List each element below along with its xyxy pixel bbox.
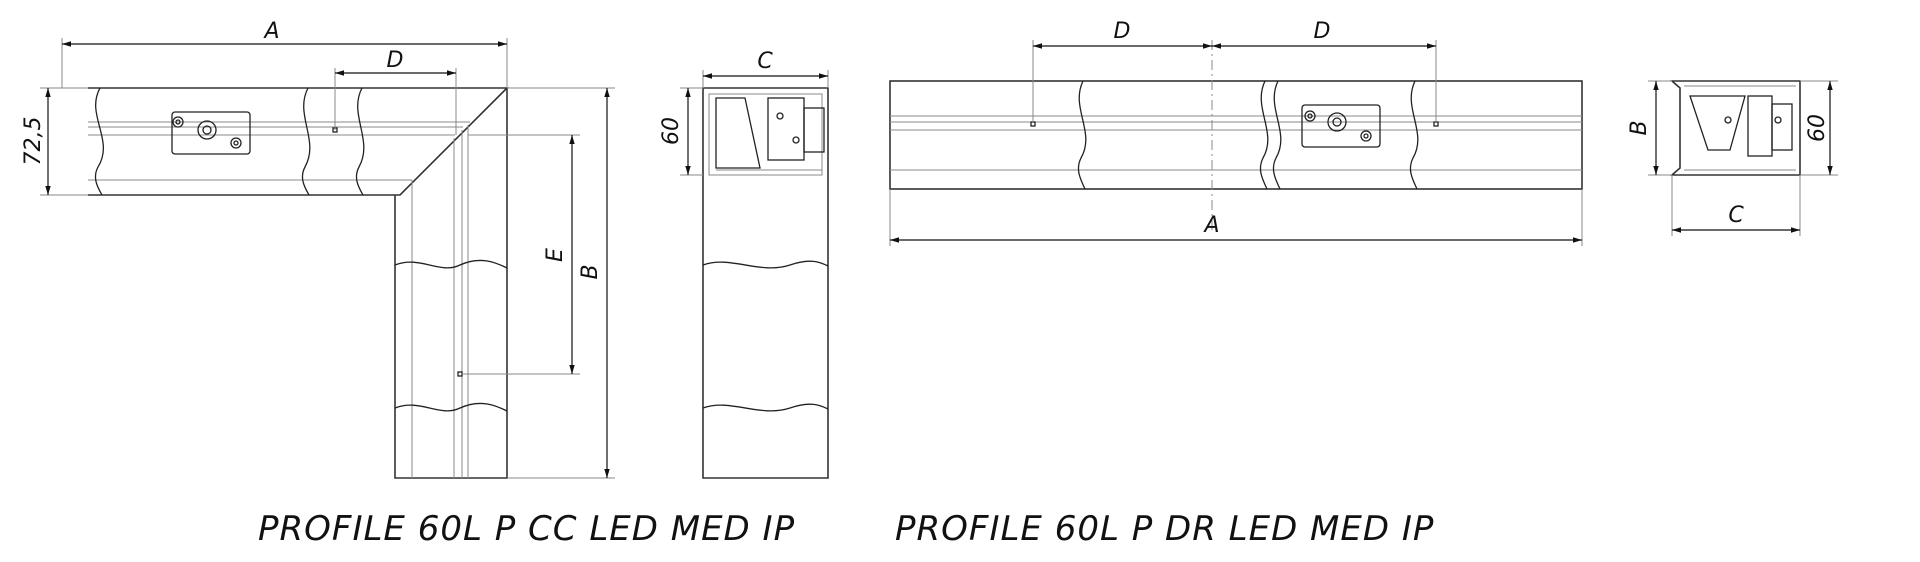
dimension-a-right: A [889, 189, 1583, 246]
dim-label-d1: D [1114, 19, 1131, 44]
dim-label-72-5: 72,5 [21, 117, 46, 166]
dim-label-b-right: B [1627, 120, 1652, 135]
dim-label-a: A [262, 19, 279, 44]
dim-label-60: 60 [659, 117, 684, 145]
dimension-b-right: B [1627, 80, 1672, 176]
caption-right: PROFILE 60L P DR LED MED IP [895, 509, 1434, 549]
dim-label-c: C [757, 49, 773, 74]
dimension-c-left: C [702, 49, 829, 88]
dimension-d1-right: D [1032, 19, 1212, 122]
dim-label-60-right: 60 [1805, 114, 1830, 142]
dimension-a-left: A [61, 19, 508, 88]
caption-left: PROFILE 60L P CC LED MED IP [258, 509, 795, 549]
dim-label-b: B [578, 264, 603, 279]
straight-profile-top-view [889, 40, 1583, 232]
corner-profile-side-view [702, 87, 829, 479]
dim-label-d: D [387, 48, 404, 73]
dim-label-d2: D [1314, 19, 1331, 44]
dimension-height-left: 72,5 [21, 87, 88, 196]
dimension-b-left: B [507, 87, 615, 479]
dimension-c-right: C [1671, 175, 1801, 236]
dim-label-e: E [543, 248, 568, 262]
dimension-60-left: 60 [659, 87, 703, 176]
straight-profile-cross-section [1669, 80, 1801, 176]
dimension-d2-right: D [1212, 19, 1437, 122]
dim-label-c-right: C [1728, 203, 1744, 228]
corner-profile-top-view [88, 87, 509, 479]
dimension-60-right: 60 [1800, 80, 1838, 176]
dim-label-a-right: A [1202, 213, 1219, 238]
dimension-e-left: E [462, 134, 580, 375]
dimension-d-left: D [334, 48, 457, 135]
